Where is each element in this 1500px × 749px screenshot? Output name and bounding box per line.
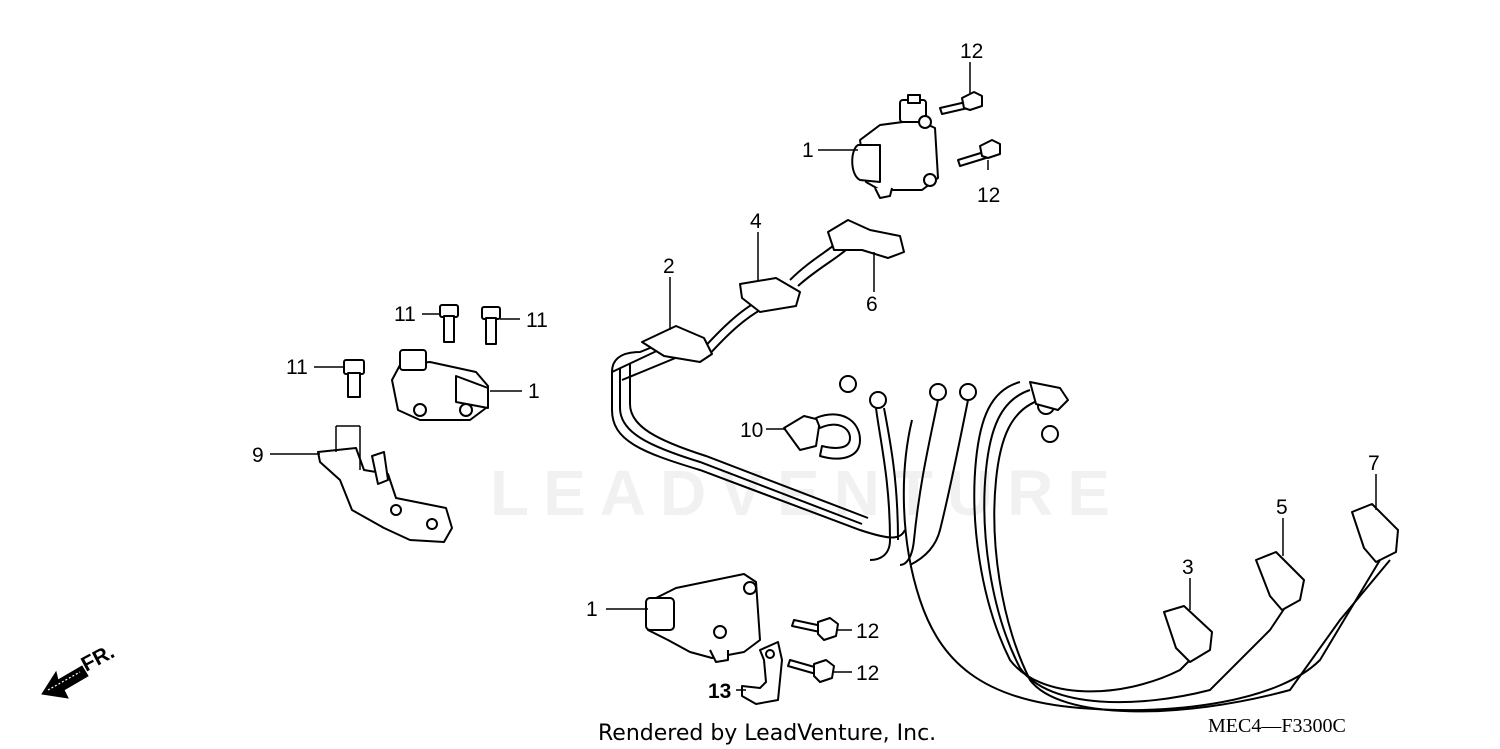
- callout-11-c: 11: [286, 356, 308, 379]
- ignition-coil-middle[interactable]: [391, 349, 489, 421]
- ignition-coil-bottom[interactable]: [645, 573, 761, 663]
- bolt-12-top-a[interactable]: [939, 91, 983, 115]
- bolt-12-top-b[interactable]: [957, 139, 1001, 167]
- callout-11-b: 11: [526, 309, 548, 332]
- bolt-11-b[interactable]: [481, 306, 501, 345]
- callout-1-bottom: 1: [586, 598, 598, 621]
- diagram-code: MEC4—F3300C: [1208, 715, 1346, 737]
- render-credit: Rendered by LeadVenture, Inc.: [598, 721, 936, 746]
- ignition-coil-top[interactable]: [851, 94, 939, 199]
- wire-clamp-10[interactable]: [783, 413, 861, 460]
- spark-plug-wire-bundle[interactable]: [611, 219, 1399, 713]
- callout-12-top-lower: 12: [977, 184, 1000, 207]
- callout-5: 5: [1276, 496, 1288, 519]
- front-direction-arrow-icon: [41, 665, 89, 699]
- callout-2: 2: [663, 255, 675, 278]
- callout-1-top: 1: [802, 139, 814, 162]
- callout-10: 10: [740, 419, 763, 442]
- bolt-12-bottom-b[interactable]: [787, 659, 835, 683]
- leader-lines: [270, 62, 1377, 691]
- bolt-12-bottom-a[interactable]: [791, 617, 839, 641]
- callout-1-middle: 1: [528, 380, 540, 403]
- callout-7: 7: [1368, 452, 1380, 475]
- callout-11-a: 11: [394, 303, 416, 326]
- bolt-11-a[interactable]: [439, 304, 459, 343]
- watermark-text: LEADVENTURE: [490, 457, 1124, 529]
- callout-3: 3: [1182, 556, 1194, 579]
- callout-12-bottom-a: 12: [856, 620, 879, 643]
- coil-bracket-9[interactable]: [317, 425, 453, 543]
- bolt-11-c[interactable]: [343, 359, 365, 398]
- callout-4: 4: [750, 210, 762, 233]
- callout-12-top: 12: [960, 40, 983, 63]
- callout-9: 9: [252, 444, 264, 467]
- callout-6: 6: [866, 293, 878, 316]
- callout-12-bottom-b: 12: [856, 662, 879, 685]
- wire-clip-13[interactable]: [741, 641, 783, 705]
- callout-13: 13: [708, 680, 731, 703]
